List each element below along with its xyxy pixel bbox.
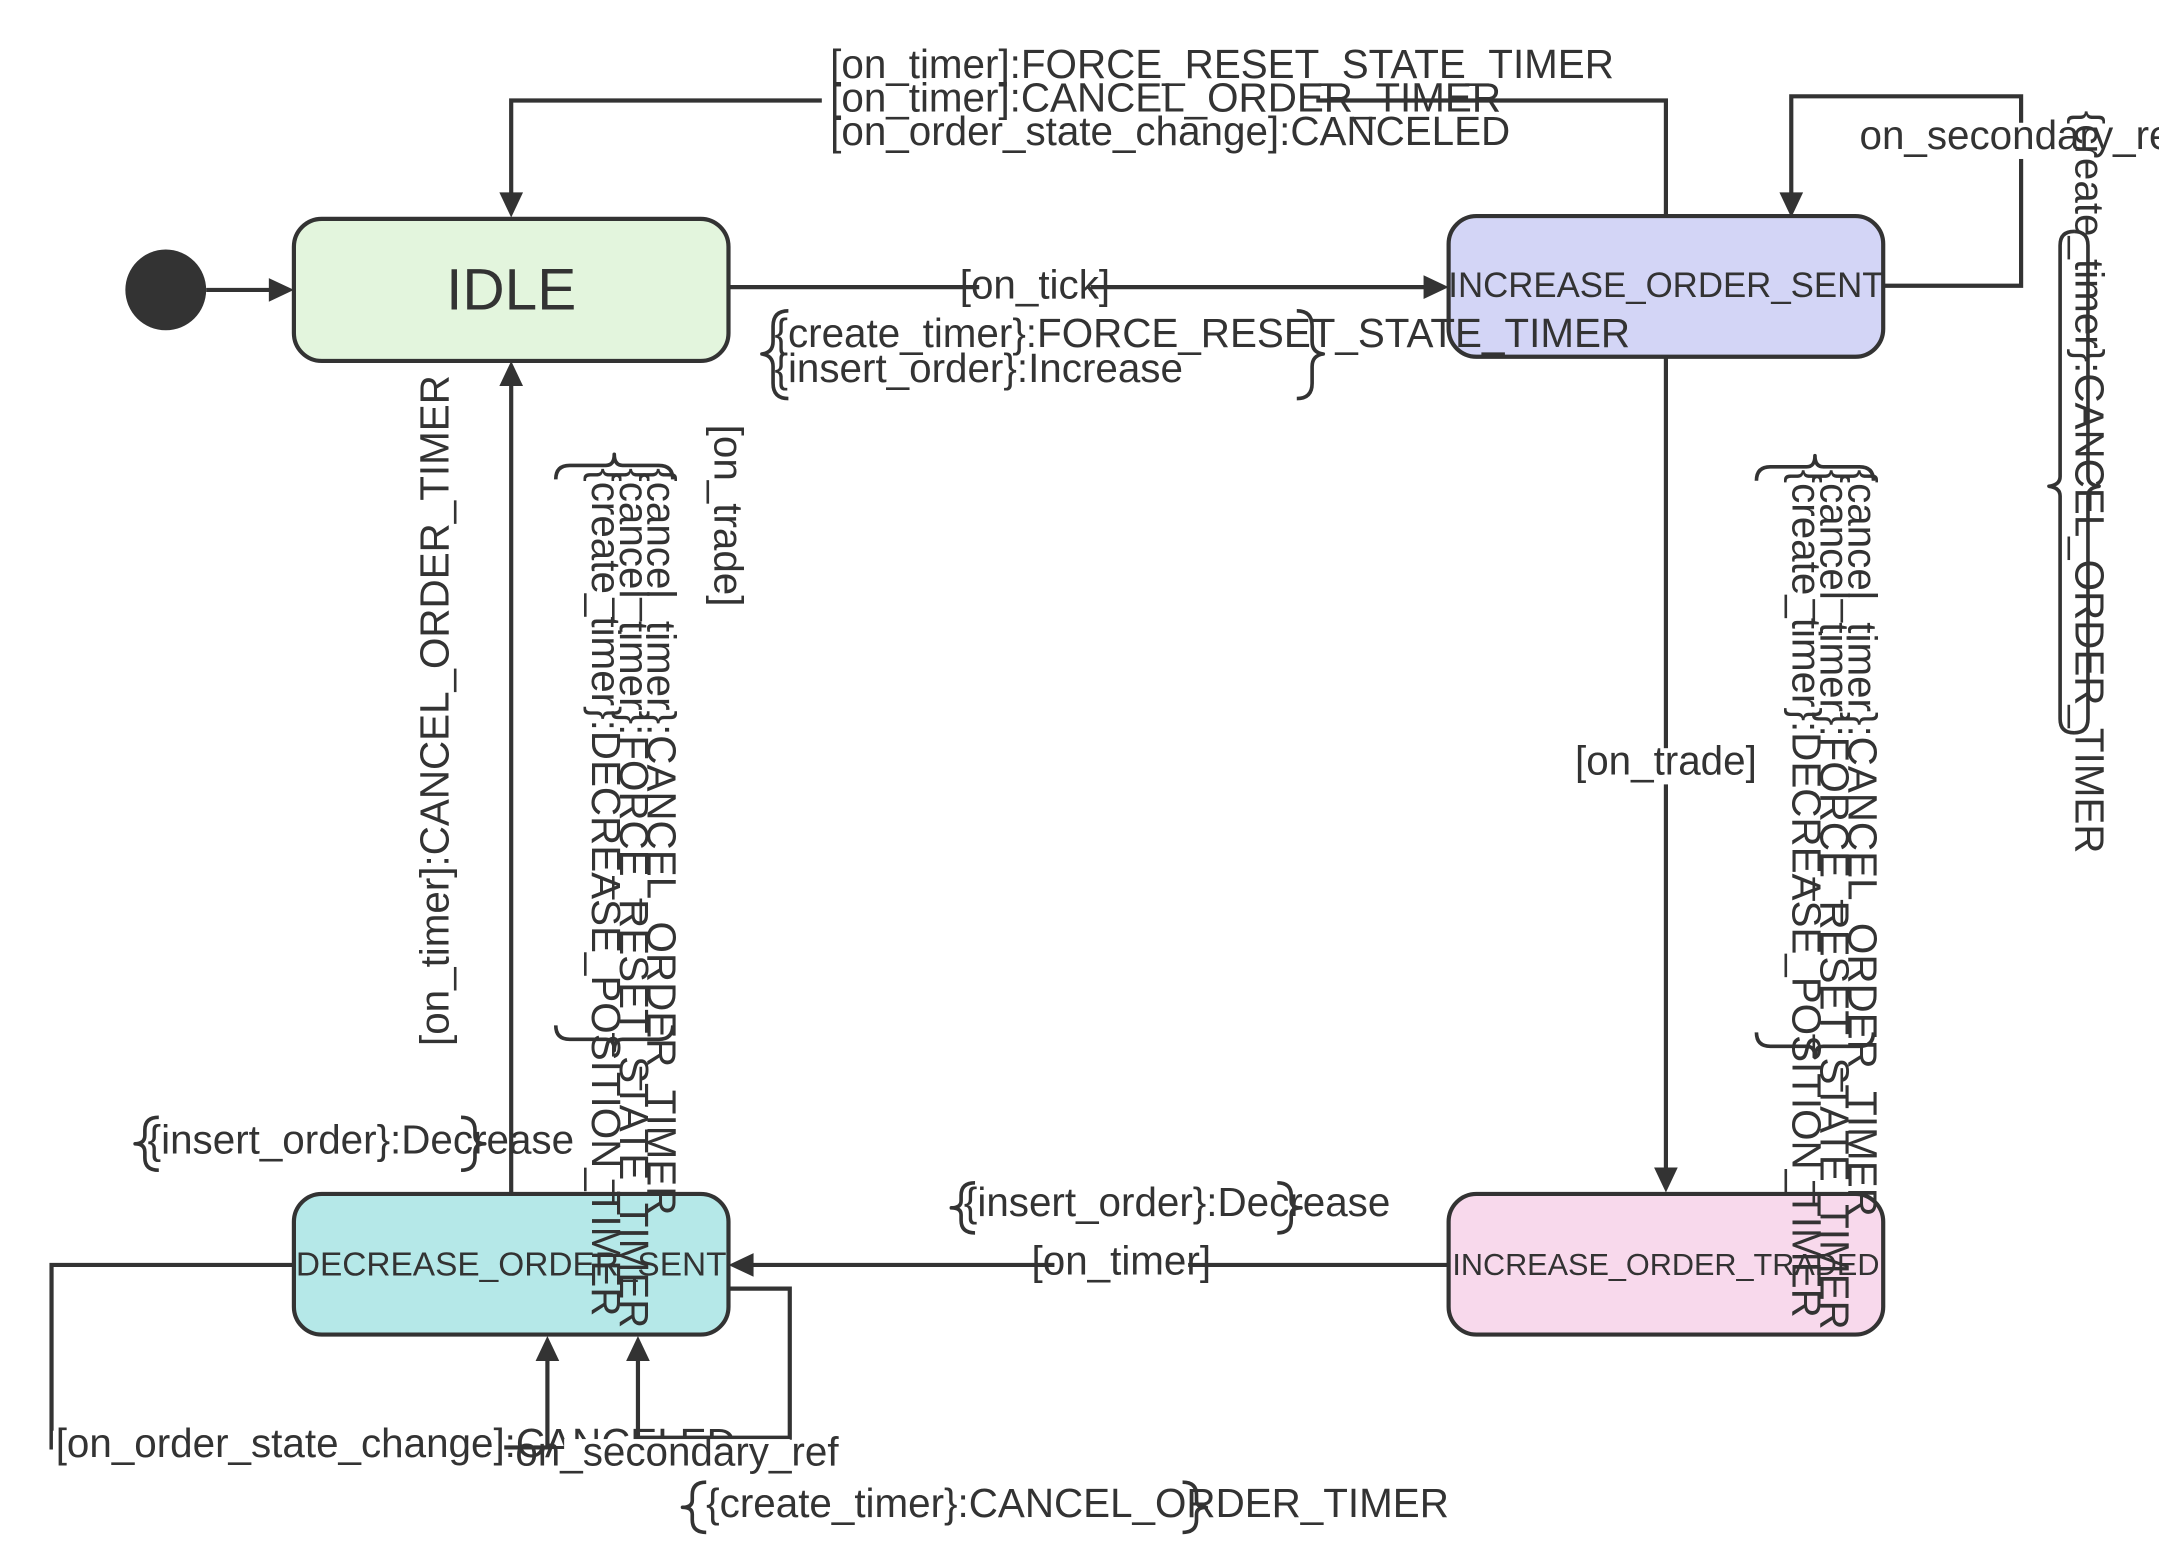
decrease-self-loop-secondary-trigger: on_secondary_ref xyxy=(515,1429,839,1475)
state-increase-order-traded[interactable]: INCREASE_ORDER_TRADED xyxy=(1446,1191,1886,1337)
increase-to-traded-actions-brace-top xyxy=(1754,453,1876,481)
decrease-to-idle-timer-action: {insert_order}:Decrease xyxy=(148,1117,574,1163)
increase-to-traded-action-2: {cancel_timer}:FORCE_RESET_STATE_TIMER xyxy=(1812,470,1858,1330)
idle-to-increase-actions-brace-left xyxy=(760,308,789,401)
traded-to-decrease-trigger: [on_timer] xyxy=(1032,1238,1212,1284)
state-increase-order-sent[interactable]: INCREASE_ORDER_SENT xyxy=(1446,213,1886,359)
idle-to-increase-action-2: {insert_order}:Increase xyxy=(774,345,1182,391)
edge-decrease-self-loop-canceled-arrowhead xyxy=(535,1335,560,1362)
edge-traded-to-decrease-arrowhead xyxy=(728,1253,754,1277)
increase-self-loop-action-brace-right xyxy=(2047,229,2075,735)
state-decrease-order-sent[interactable]: DECREASE_ORDER_SENT xyxy=(291,1191,731,1337)
state-increase-order-sent-label: INCREASE_ORDER_SENT xyxy=(1448,266,1883,305)
idle-to-increase-actions-brace-right xyxy=(1296,308,1326,401)
increase-to-idle-trigger-2: [on_timer]:CANCEL_ORDER_TIMER xyxy=(830,75,1501,121)
decrease-to-idle-trade-actions-brace-bottom xyxy=(553,1025,675,1053)
edge-decrease-self-loop-secondary-arrowhead xyxy=(626,1335,650,1362)
idle-to-increase-action-1: {create_timer}:FORCE_RESET_STATE_TIMER xyxy=(774,310,1630,356)
state-idle[interactable]: IDLE xyxy=(291,216,731,364)
increase-to-traded-action-1: {cancel_timer}:CANCEL_ORDER_TIMER xyxy=(1839,470,1885,1217)
decrease-to-idle-trade-action-2: {cancel_timer}:FORCE_RESET_STATE_TIMER xyxy=(611,468,657,1328)
edge-decrease-self-loop-canceled xyxy=(49,1262,550,1450)
decrease-self-loop-secondary-action: {create_timer}:CANCEL_ORDER_TIMER xyxy=(706,1480,1449,1526)
decrease-self-loop-secondary-action-brace-right xyxy=(1182,1480,1209,1535)
increase-self-loop-trigger: on_secondary_ref xyxy=(1859,112,2159,158)
idle-to-increase-trigger: [on_tick] xyxy=(960,261,1110,307)
edge-increase-to-idle-arrowhead xyxy=(499,192,524,218)
decrease-to-idle-timer-trigger: [on_timer]:CANCEL_ORDER_TIMER xyxy=(412,375,458,1046)
initial-arrowhead xyxy=(268,278,294,302)
edge-decrease-to-idle-arrowhead xyxy=(499,360,524,387)
state-idle-label: IDLE xyxy=(446,257,576,322)
edge-idle-to-increase-arrowhead xyxy=(1423,275,1449,299)
decrease-self-loop-secondary-action-brace-left xyxy=(680,1480,707,1535)
increase-to-idle-trigger-3: [on_order_state_change]:CANCELED xyxy=(830,108,1510,154)
decrease-to-idle-timer-action-brace-left xyxy=(133,1115,159,1173)
decrease-to-idle-trade-action-3: {create_timer}:DECREASE_POSITION_TIMER xyxy=(583,468,629,1316)
decrease-to-idle-trade-action-1: {cancel_timer}:CANCEL_ORDER_TIMER xyxy=(639,468,685,1215)
traded-to-decrease-action-brace-left xyxy=(949,1180,976,1235)
increase-self-loop-action-brace-left xyxy=(2073,229,2101,735)
increase-to-traded-trigger: [on_trade] xyxy=(1575,738,1757,784)
decrease-to-idle-trade-trigger: [on_trade] xyxy=(706,425,752,607)
edge-increase-to-traded-arrowhead xyxy=(1654,1167,1678,1193)
increase-to-idle-trigger-1: [on_timer]:FORCE_RESET_STATE_TIMER xyxy=(830,41,1614,87)
edge-decrease-self-loop-secondary xyxy=(635,1286,792,1440)
state-increase-order-traded-label: INCREASE_ORDER_TRADED xyxy=(1452,1248,1879,1282)
traded-to-decrease-action: {insert_order}:Decrease xyxy=(964,1179,1390,1225)
state-decrease-order-sent-label: DECREASE_ORDER_SENT xyxy=(296,1246,727,1283)
initial-state-node xyxy=(125,249,207,331)
increase-to-traded-actions-brace-bottom xyxy=(1754,1032,1876,1060)
edge-increase-self-loop-arrowhead xyxy=(1779,192,1804,218)
traded-to-decrease-action-brace-right xyxy=(1277,1180,1303,1235)
decrease-to-idle-trade-actions-brace-top xyxy=(553,452,675,480)
decrease-to-idle-timer-action-brace-right xyxy=(460,1115,487,1173)
increase-self-loop-action: {create_timer}:CANCEL_ORDER_TIMER xyxy=(2066,111,2112,854)
edge-increase-self-loop xyxy=(1789,94,2024,288)
increase-to-traded-action-3: {create_timer}:DECREASE_POSITION_TIMER xyxy=(1784,470,1830,1318)
